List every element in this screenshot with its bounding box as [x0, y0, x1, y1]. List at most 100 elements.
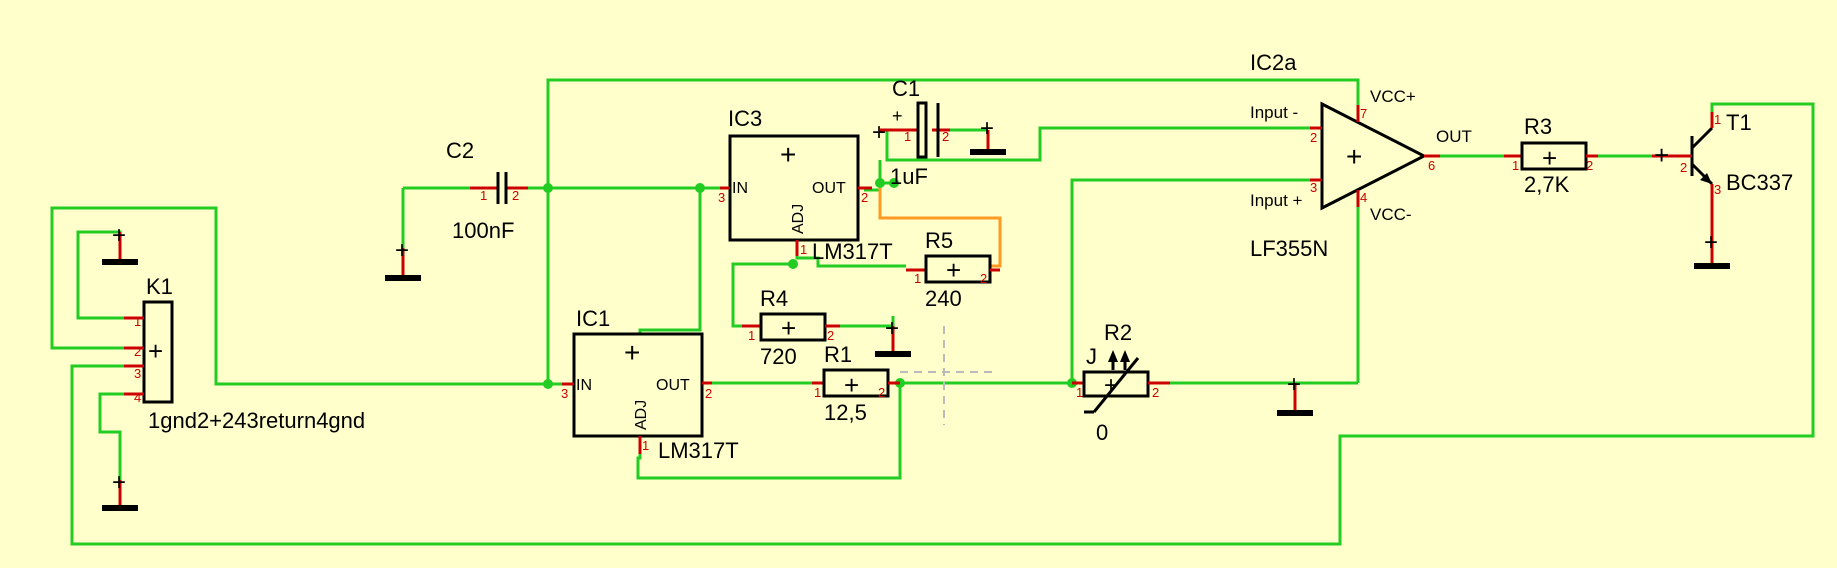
svg-text:+: + — [1654, 140, 1669, 170]
ic2a-part: LF355N — [1250, 236, 1328, 261]
resistor-r3[interactable]: + 1 2 R3 2,7K — [1504, 114, 1598, 197]
ic2a-pin-minus: 2 — [1310, 130, 1317, 145]
t1-pin2: 2 — [1680, 160, 1687, 175]
r4-value: 720 — [760, 344, 797, 369]
wires — [50, 78, 1815, 546]
svg-text:+: + — [112, 469, 126, 496]
ic3-pin-adj: 1 — [800, 242, 807, 257]
k1-pin1: 1 — [134, 314, 141, 329]
capacitor-c2[interactable]: 1 2 C2 100nF — [446, 138, 528, 243]
r3-name: R3 — [1524, 114, 1552, 139]
ic1-out-label: OUT — [656, 377, 690, 394]
r1-name: R1 — [824, 342, 852, 367]
r3-pin1: 1 — [1512, 158, 1519, 173]
ground-symbols: + + + + + + + — [102, 115, 1730, 511]
r1-pin1: 1 — [814, 385, 821, 400]
t1-name: T1 — [1726, 110, 1752, 135]
ground-c1: + — [970, 115, 1006, 155]
ic2a-vcc-plus-label: VCC+ — [1370, 87, 1416, 106]
k1-name: K1 — [146, 274, 173, 299]
c1-value: 1uF — [890, 164, 928, 189]
r5-value: 240 — [925, 286, 962, 311]
svg-text:+: + — [844, 370, 859, 400]
regulator-ic1[interactable]: + IN OUT ADJ 3 2 1 IC1 LM317T — [561, 306, 739, 463]
c2-value: 100nF — [452, 218, 514, 243]
svg-text:+: + — [885, 315, 899, 342]
ic3-pin-in: 3 — [718, 190, 725, 205]
capacitor-c1[interactable]: + 1 2 C1 1uF + — [872, 76, 950, 189]
ic3-adj-label: ADJ — [790, 204, 807, 234]
r3-pin2: 2 — [1586, 158, 1593, 173]
crosshair-cursor — [900, 326, 995, 425]
r4-pin1: 1 — [748, 328, 755, 343]
r2-name: R2 — [1104, 320, 1132, 345]
k1-pin3: 3 — [134, 366, 141, 381]
r3-value: 2,7K — [1524, 172, 1570, 197]
k1-pin4: 4 — [134, 390, 141, 405]
resistor-r5[interactable]: + 1 2 R5 240 — [906, 228, 1000, 311]
r1-value: 12,5 — [824, 400, 867, 425]
regulator-ic3[interactable]: + IN OUT ADJ 3 2 1 IC3 LM317T — [718, 106, 893, 264]
t1-part: BC337 — [1726, 170, 1793, 195]
c1-name: C1 — [892, 76, 920, 101]
k1-pin2: 2 — [134, 344, 141, 359]
svg-text:+: + — [395, 237, 409, 264]
svg-text:+: + — [1346, 141, 1362, 172]
c1-polarity: + — [892, 106, 903, 126]
r4-name: R4 — [760, 286, 788, 311]
ic1-name: IC1 — [576, 306, 610, 331]
svg-text:+: + — [1542, 143, 1557, 173]
ic2a-in-minus-label: Input - — [1250, 103, 1298, 122]
svg-text:+: + — [624, 337, 640, 368]
r1-pin2: 2 — [878, 385, 885, 400]
resistor-r1[interactable]: + 1 2 R1 12,5 — [812, 342, 900, 425]
ic1-in-label: IN — [576, 377, 592, 394]
svg-text:+: + — [872, 119, 886, 146]
trimmer-r2[interactable]: + 1 2 R2 J 0 — [1072, 320, 1170, 445]
svg-text:+: + — [1287, 371, 1301, 398]
ground-k1-top: + — [102, 222, 138, 265]
r5-pin1: 1 — [914, 271, 921, 286]
c1-pin2: 2 — [942, 129, 949, 144]
r2-pin1: 1 — [1076, 385, 1083, 400]
opamp-ic2a[interactable]: + Input - Input + VCC+ VCC- OUT 2 3 7 4 … — [1250, 50, 1472, 261]
ic1-pin-adj: 1 — [642, 438, 649, 453]
svg-text:+: + — [980, 115, 994, 142]
ic3-out-label: OUT — [812, 180, 846, 197]
svg-text:+: + — [148, 336, 163, 366]
k1-value: 1gnd2+243return4gnd — [148, 408, 365, 433]
r5-pin2: 2 — [980, 271, 987, 286]
svg-text:+: + — [781, 313, 796, 343]
ic1-pin-in: 3 — [561, 386, 568, 401]
c2-name: C2 — [446, 138, 474, 163]
ic2a-pin-plus: 3 — [1310, 180, 1317, 195]
ground-opamp: + — [1277, 371, 1313, 416]
ic2a-vcc-minus-label: VCC- — [1370, 205, 1412, 224]
c2-pin2: 2 — [512, 188, 519, 203]
ic3-part: LM317T — [812, 239, 893, 264]
ic1-adj-label: ADJ — [633, 400, 650, 430]
ic2a-pin-out: 6 — [1428, 158, 1435, 173]
t1-pin3: 3 — [1714, 182, 1721, 197]
resistor-r4[interactable]: + 1 2 R4 720 — [742, 286, 840, 369]
r2-value: 0 — [1096, 420, 1108, 445]
ground-k1-bottom: + — [102, 469, 138, 511]
ground-c2: + — [385, 237, 421, 281]
svg-text:+: + — [780, 139, 796, 170]
t1-pin1: 1 — [1714, 112, 1721, 127]
ic3-in-label: IN — [732, 180, 748, 197]
ic1-part: LM317T — [658, 438, 739, 463]
transistor-t1[interactable]: + 1 2 3 T1 BC337 — [1652, 110, 1793, 200]
c1-pin1: 1 — [904, 129, 911, 144]
r4-pin2: 2 — [827, 328, 834, 343]
connector-k1[interactable]: + 1 2 3 4 K1 1gnd2+243return4gnd — [124, 274, 365, 433]
ic2a-out-label: OUT — [1436, 127, 1472, 146]
c2-pin1: 1 — [480, 188, 487, 203]
ground-r4: + — [875, 315, 911, 357]
ic2a-in-plus-label: Input + — [1250, 191, 1303, 210]
r2-tag: J — [1086, 344, 1097, 369]
ic2a-pin-vm: 4 — [1360, 190, 1367, 205]
r2-pin2: 2 — [1152, 385, 1159, 400]
svg-text:+: + — [946, 255, 961, 285]
